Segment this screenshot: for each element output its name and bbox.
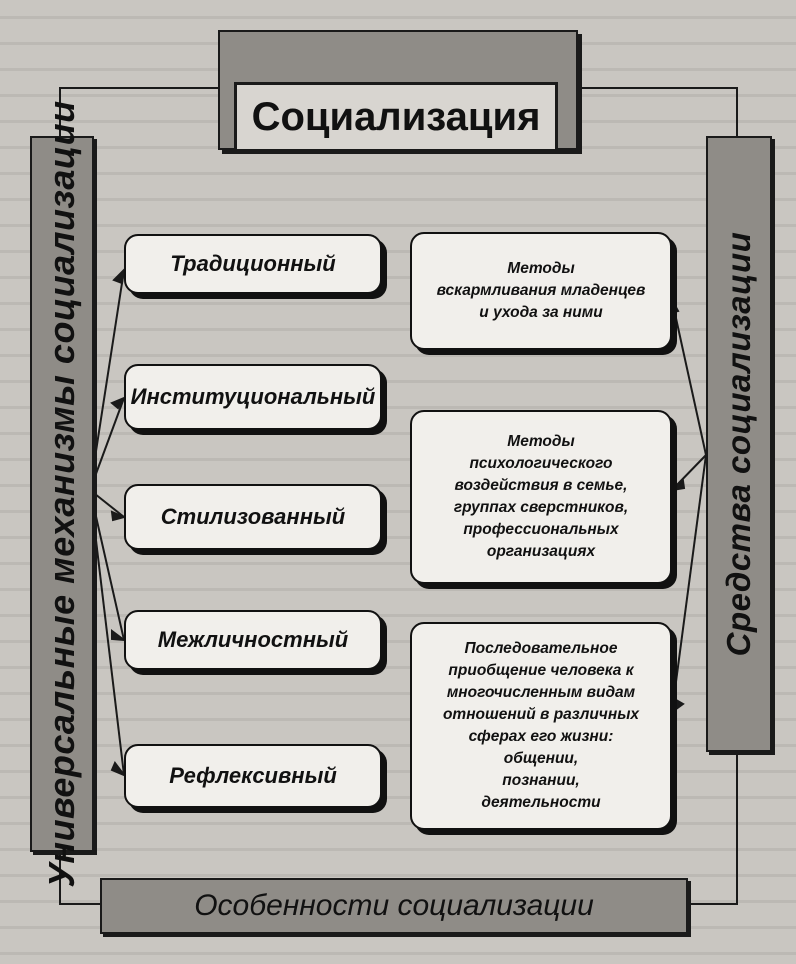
mechanism-box-institutional: Институциональный [124,364,382,430]
footer-label: Особенности социализации [100,878,688,934]
mechanism-box-stylized: Стилизованный [124,484,382,550]
title-panel: Социализация [218,30,578,152]
right-column-panel: Средства социализации [706,136,772,752]
means-box-feeding: Методы вскармливания младенцев и ухода з… [410,232,672,350]
mechanism-box-interpersonal: Межличностный [124,610,382,670]
left-vertical-label: Универсальные механизмы социализации [41,100,82,888]
means-box-relations: Последовательное приобщение человека к м… [410,622,672,830]
mechanism-box-traditional: Традиционный [124,234,382,294]
page-title: Социализация [234,82,558,152]
right-vertical-label: Средства социализации [720,231,757,657]
means-box-psychological: Методы психологического воздействия в се… [410,410,672,584]
left-column-panel: Универсальные механизмы социализации [30,100,94,888]
mechanism-box-reflexive: Рефлексивный [124,744,382,808]
